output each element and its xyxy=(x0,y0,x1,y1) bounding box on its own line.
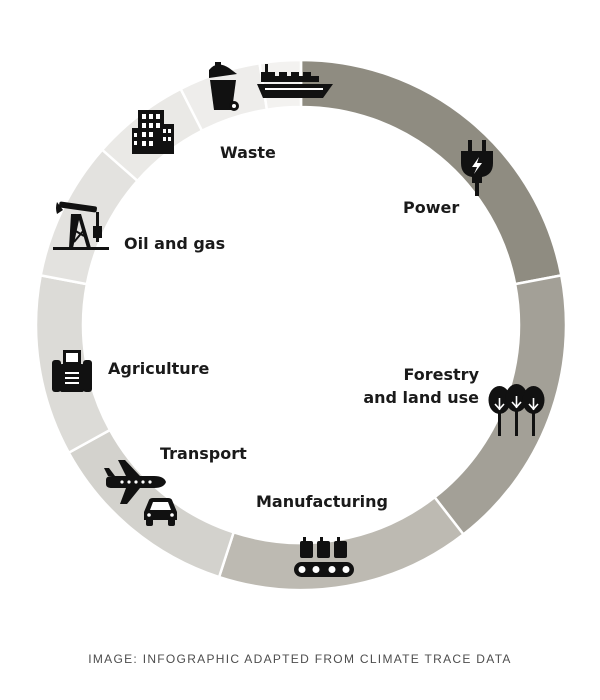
label-power: Power xyxy=(403,198,460,217)
airplane-car-icon xyxy=(104,460,177,526)
conveyor-belt-icon xyxy=(294,537,354,577)
label-oil-and-gas: Oil and gas xyxy=(124,234,226,253)
label-transport: Transport xyxy=(160,444,247,463)
buildings-icon xyxy=(132,110,174,154)
image-credit-caption: IMAGE: INFOGRAPHIC ADAPTED FROM CLIMATE … xyxy=(88,652,512,666)
power-plug-icon xyxy=(461,140,493,196)
tractor-icon xyxy=(52,350,92,392)
trees-icon xyxy=(488,384,545,436)
label-manufacturing: Manufacturing xyxy=(256,492,388,511)
label-agriculture: Agriculture xyxy=(108,359,210,378)
ship-icon xyxy=(257,64,333,98)
waste-bin-icon xyxy=(209,62,239,111)
oil-pump-icon xyxy=(53,201,109,250)
ring-segment-power xyxy=(299,58,563,286)
label-waste: Waste xyxy=(220,143,276,162)
label-forestry: Forestry and land use xyxy=(363,365,479,407)
